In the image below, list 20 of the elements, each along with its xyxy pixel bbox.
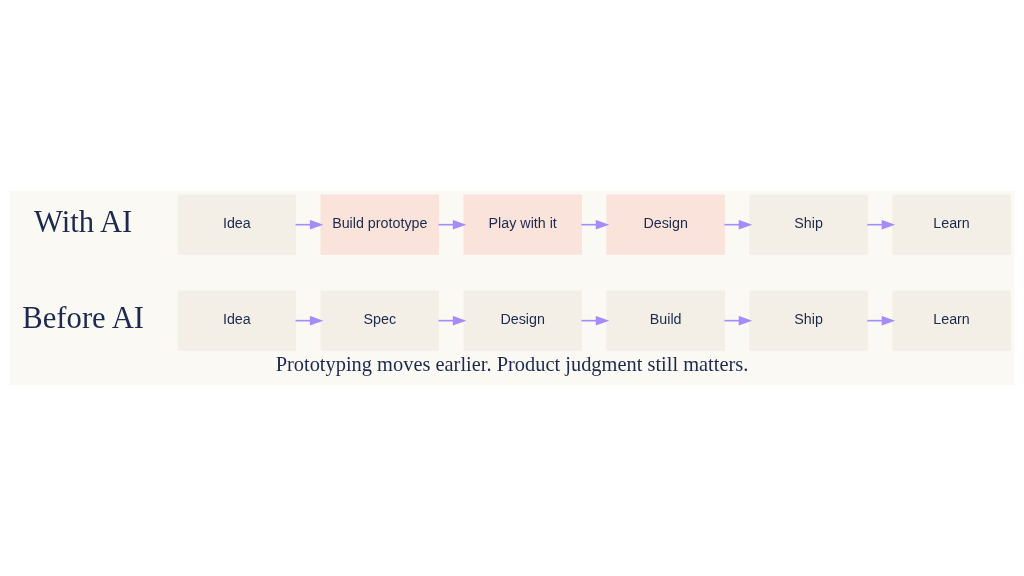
arrow [580, 219, 610, 230]
label: Before AI [22, 301, 144, 336]
node-box: Idea [177, 290, 297, 351]
node-box: Build prototype [320, 194, 439, 255]
label: With AI [34, 205, 133, 240]
arrow [294, 219, 324, 230]
arrow [437, 219, 467, 230]
node-box: Idea [177, 194, 297, 255]
node-box: Ship [749, 194, 868, 255]
node-box: Build [606, 290, 725, 351]
arrow [866, 219, 896, 230]
node-box: Spec [320, 290, 439, 351]
node-box: Play with it [463, 194, 582, 255]
arrow [723, 219, 753, 230]
node-box: Learn [892, 290, 1011, 351]
caption: Prototyping moves earlier. Product judgment still matters. [275, 352, 749, 375]
node-box: Learn [892, 194, 1011, 255]
node-box: Design [463, 290, 582, 351]
node-box: Ship [749, 290, 868, 351]
node-box: Design [606, 194, 725, 255]
